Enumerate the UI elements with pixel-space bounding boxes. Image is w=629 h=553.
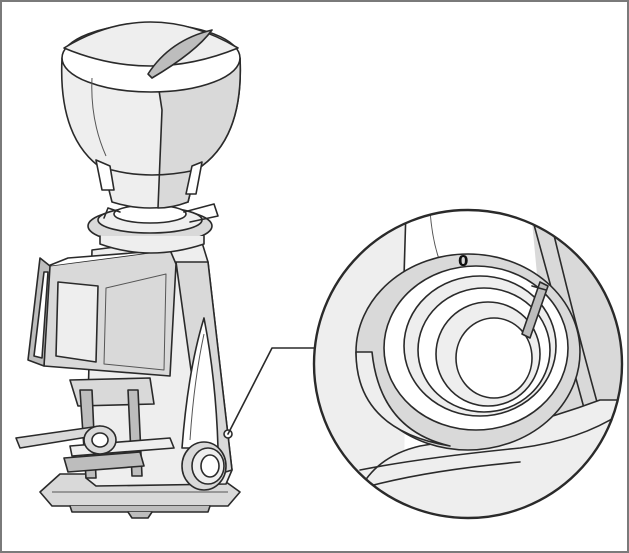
- burr-collar: [87, 203, 219, 254]
- dial-zero-mark: 0: [458, 252, 468, 270]
- coffee-grinder: [15, 21, 242, 519]
- grind-adjust-knob: [181, 429, 233, 491]
- grinder-foot: [127, 511, 153, 519]
- magnifier-rim: [312, 208, 624, 520]
- portafilter-fork: [15, 377, 175, 479]
- bean-hopper: [60, 21, 242, 209]
- display-panel: [27, 249, 177, 377]
- callout-leader-line: [227, 347, 319, 435]
